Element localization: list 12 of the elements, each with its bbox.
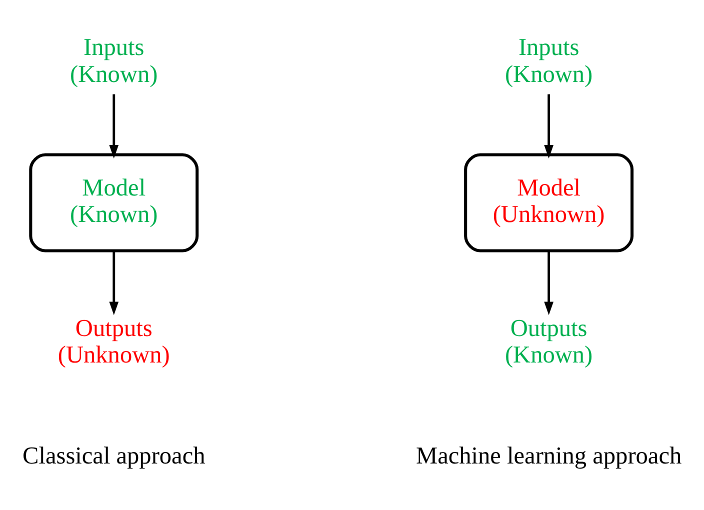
label: Machine learning approach xyxy=(416,442,682,470)
arrow xyxy=(544,94,554,158)
node-text: Inputs (Known) xyxy=(70,34,158,88)
node-box: Model (Known) xyxy=(29,153,199,252)
label: Classical approach xyxy=(22,442,206,470)
arrow xyxy=(109,94,119,158)
node-text: Inputs (Known) xyxy=(504,34,593,88)
node-box: Model (Unknown) xyxy=(464,153,634,252)
arrow xyxy=(544,251,554,316)
node-text: Outputs (Unknown) xyxy=(58,314,170,369)
arrow xyxy=(109,251,119,316)
node-text: Outputs (Known) xyxy=(504,314,593,369)
